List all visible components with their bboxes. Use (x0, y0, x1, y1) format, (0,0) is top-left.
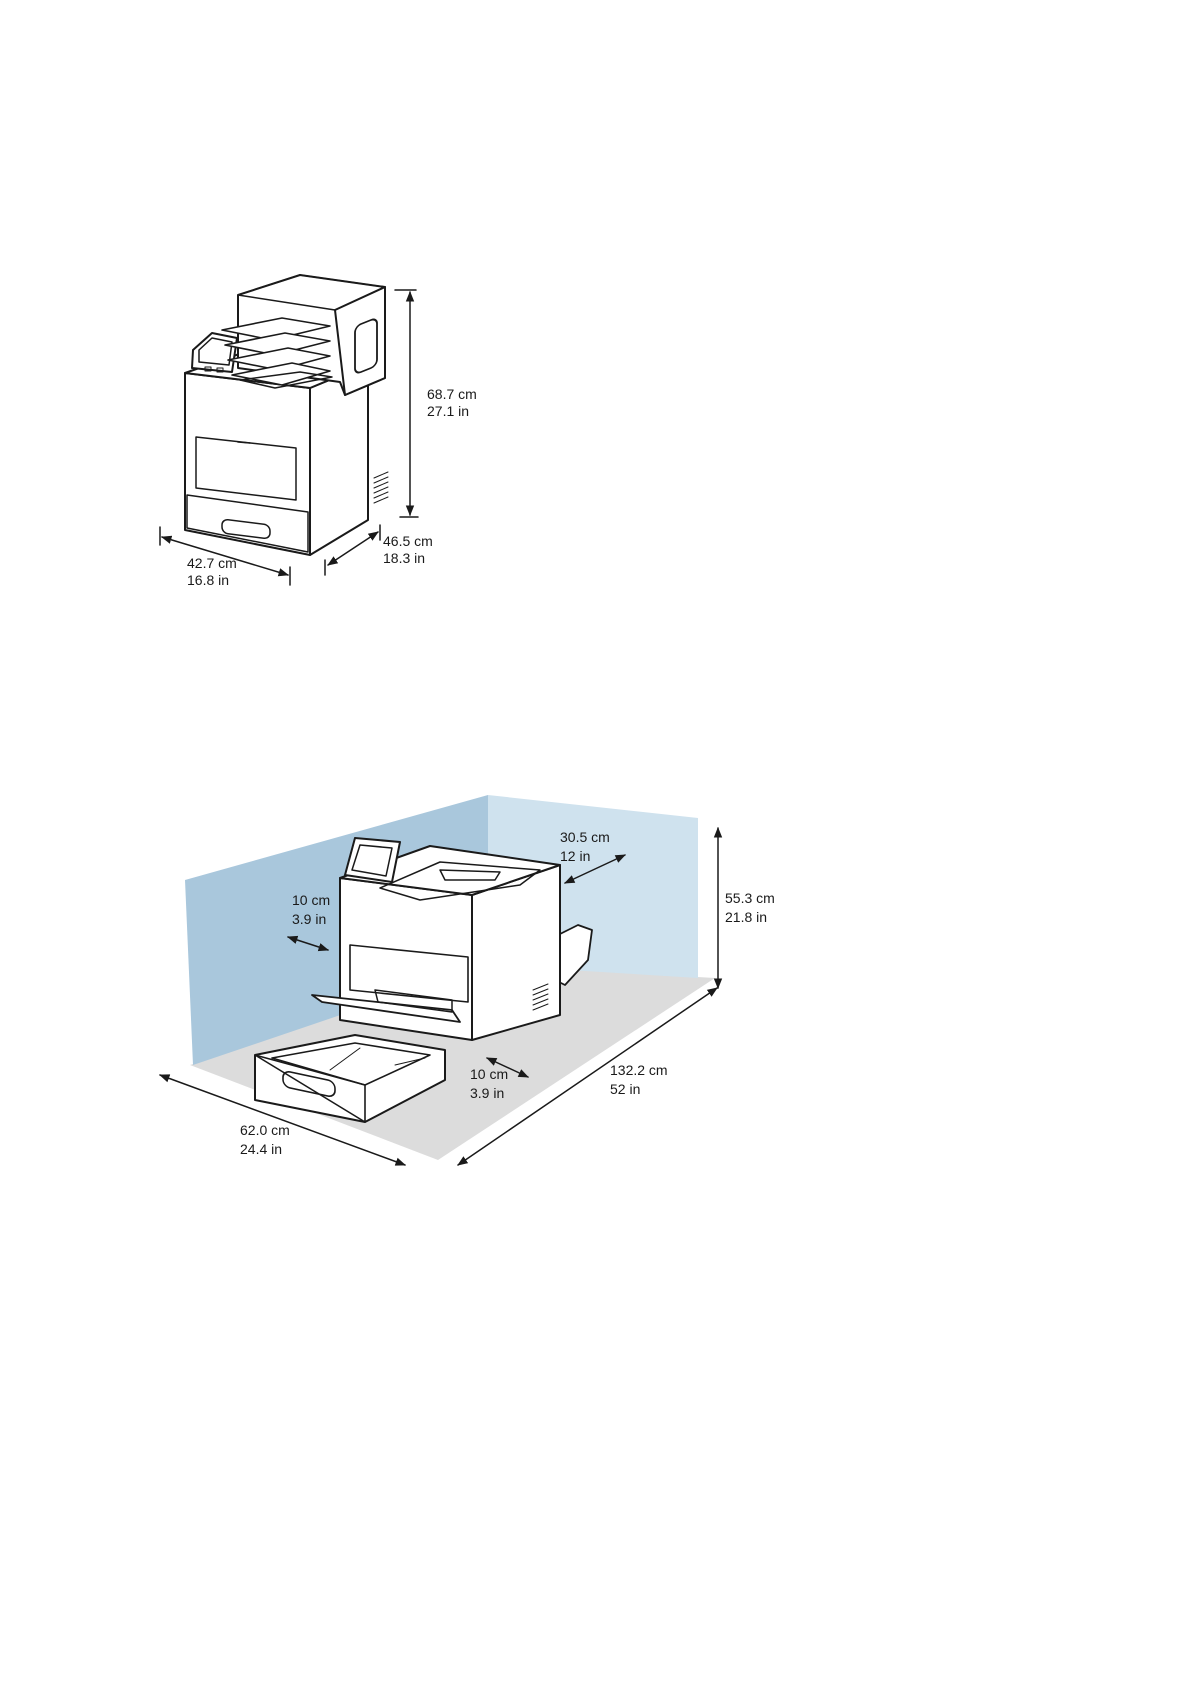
fig2-width-cm: 62.0 cm (240, 1122, 290, 1138)
fig2-width-in: 24.4 in (240, 1141, 282, 1157)
fig1-width-cm: 42.7 cm (187, 555, 237, 571)
fig1-width-in: 16.8 in (187, 572, 229, 588)
fig2-dimension-lines (159, 826, 723, 1166)
fig2-rear-clearance-in: 12 in (560, 848, 590, 864)
fig2-height-in: 21.8 in (725, 909, 767, 925)
fig2-left-clearance-in: 3.9 in (292, 911, 326, 927)
fig2-height-cm: 55.3 cm (725, 890, 775, 906)
fig2-rear-clearance-cm: 30.5 cm (560, 829, 610, 845)
fig1-height-in: 27.1 in (427, 403, 469, 419)
fig1-depth-cm: 46.5 cm (383, 533, 433, 549)
fig1-height-cm: 68.7 cm (427, 386, 477, 402)
fig2-left-clearance-cm: 10 cm (292, 892, 330, 908)
fig2-front-clearance-cm: 10 cm (470, 1066, 508, 1082)
fig2-depth-cm: 132.2 cm (610, 1062, 668, 1078)
vent-grille (373, 471, 389, 504)
fig1-depth-in: 18.3 in (383, 550, 425, 566)
fig2-front-clearance-in: 3.9 in (470, 1085, 504, 1101)
printer-with-mailbox-illustration (184, 274, 389, 556)
fig2-depth-in: 52 in (610, 1081, 640, 1097)
fig1-dimension-lines (159, 289, 419, 586)
